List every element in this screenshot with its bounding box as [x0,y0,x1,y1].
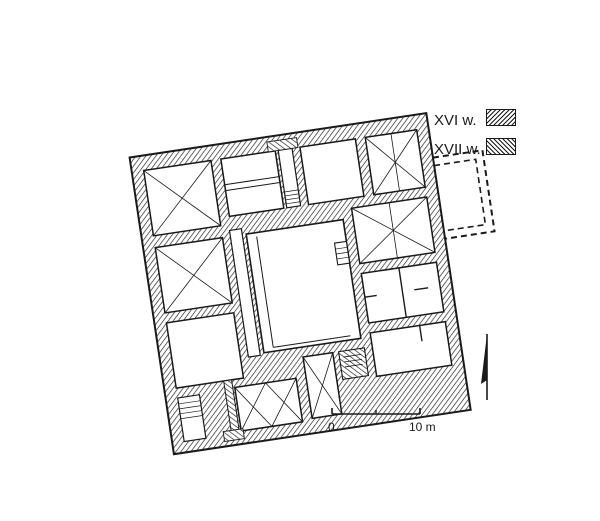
scale-bar [331,408,421,415]
room-north-3 [299,138,365,206]
room-north-2 [219,150,285,218]
partition [398,267,407,318]
courtyard [245,218,362,354]
room-divider [224,176,280,186]
legend-label-xvii: XVII w. [434,141,481,158]
wall-xvii [222,428,245,443]
room-divider [225,182,281,192]
partition [364,294,377,298]
courtyard-inner-line [256,236,274,348]
vault-diagonal [311,352,334,419]
wall-xvii [266,137,299,153]
room-se-2 [369,320,453,378]
vault-diagonal [164,237,223,314]
stair-steps [178,400,203,420]
vault-diagonal [240,382,266,432]
vault-line [388,202,398,259]
legend-label-xvi: XVI w. [434,112,477,129]
scale-label-start: 0 [328,420,335,434]
vault-diagonal [271,378,297,427]
stair-east [333,240,351,266]
corridor-west [228,228,261,358]
stair-steps [343,353,363,368]
scale-label-end: 10 m [409,420,436,434]
vault-diagonal [153,160,212,237]
legend-swatch-xvi [486,109,516,126]
annex-outline-dashed [432,149,496,240]
north-arrow-icon [481,334,488,400]
courtyard-inner-line [273,335,351,348]
stair-south [337,347,370,381]
stair-steps [284,189,301,205]
annex-outline-dashed-inner [434,158,487,232]
vault-line [390,133,400,192]
room-west-3 [165,311,245,389]
legend-swatch-xvii [486,138,516,155]
partition [414,287,429,291]
partition [418,325,423,342]
stair-sw [177,394,207,443]
building [128,111,496,456]
